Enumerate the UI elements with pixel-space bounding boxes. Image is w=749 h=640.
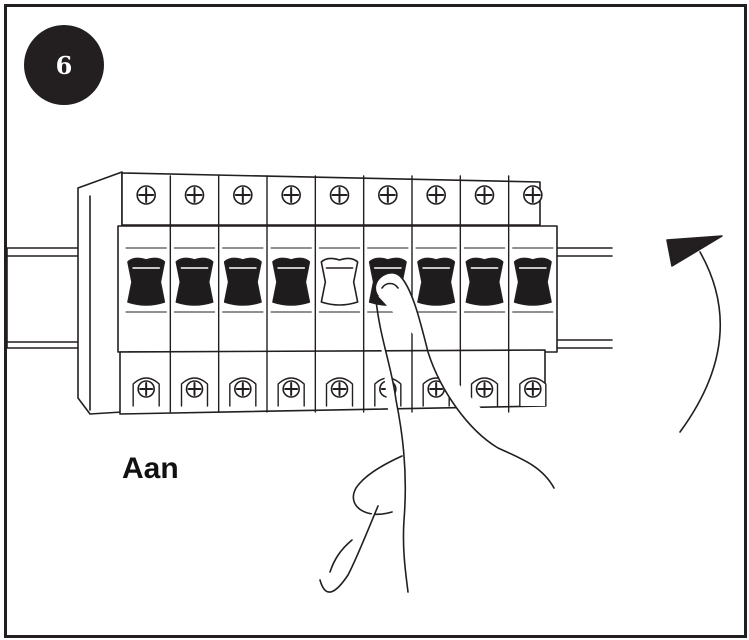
toggle-lever — [128, 258, 164, 305]
toggle-lever — [176, 258, 212, 305]
toggle-lever — [466, 258, 502, 305]
toggle-lever — [418, 258, 454, 305]
rotation-arrow-icon — [667, 236, 722, 432]
toggle-lever — [225, 258, 261, 305]
toggle-lever — [321, 258, 357, 305]
on-label: Aan — [122, 452, 179, 486]
toggle-lever — [515, 258, 551, 305]
toggle-lever — [273, 258, 309, 305]
